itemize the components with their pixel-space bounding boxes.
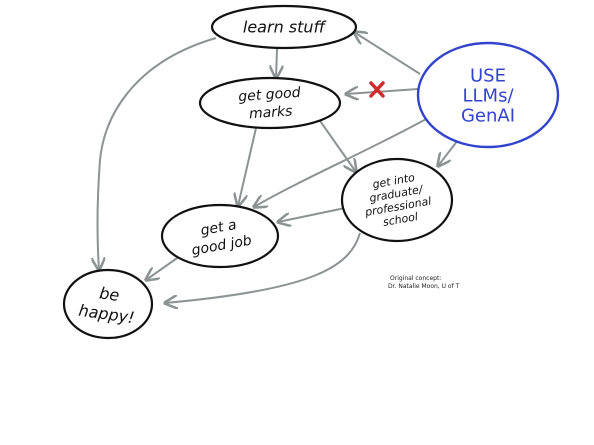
node-label-line: marks (248, 103, 292, 122)
node-graduate-school: get intograduate/professionalschool (340, 157, 454, 243)
node-label-line: USE (470, 65, 506, 86)
node-be-happy: behappy! (62, 268, 154, 340)
node-get-a-good-job: get agood job (160, 203, 280, 269)
node-label-line: GenAI (461, 105, 515, 126)
node-label-line: get a (199, 217, 237, 239)
edge-learn-stuff-to-get-good-marks (276, 48, 277, 78)
node-label-line: be (98, 283, 121, 305)
node-outline (160, 203, 280, 269)
node-outline (416, 41, 560, 149)
node-label-line: LLMs/ (462, 85, 514, 106)
edge-graduate-school-to-be-happy (165, 232, 361, 303)
credit-line-1: Original concept: (390, 275, 441, 282)
blocked-x-icon (369, 81, 385, 98)
edge-use-llms-to-graduate-school (438, 139, 459, 166)
edge-use-llms-to-get-good-marks (346, 89, 419, 94)
node-label: get goodmarks (238, 85, 303, 123)
node-outline (62, 268, 154, 340)
node-label-line: school (382, 210, 419, 229)
credit-note: Original concept: Dr. Natalie Moon, U of… (388, 275, 460, 290)
edges-layer (98, 32, 459, 303)
credit-line-2: Dr. Natalie Moon, U of T (388, 283, 460, 290)
node-label-line: learn stuff (243, 18, 328, 37)
node-outline (340, 157, 454, 243)
node-label-line: get good (238, 85, 301, 105)
edge-get-a-good-job-to-be-happy (146, 255, 181, 280)
node-label: learn stuff (243, 18, 328, 37)
node-outline (198, 76, 342, 130)
edge-use-llms-to-get-a-good-job (254, 117, 429, 207)
edge-get-good-marks-to-get-a-good-job (238, 127, 257, 206)
edge-learn-stuff-to-be-happy (98, 37, 217, 270)
edge-get-good-marks-to-graduate-school (317, 117, 356, 172)
node-get-good-marks: get goodmarks (198, 76, 342, 130)
node-outline (210, 4, 358, 50)
node-label: get intograduate/professionalschool (359, 169, 435, 232)
edge-use-llms-to-learn-stuff (354, 32, 421, 75)
node-learn-stuff: learn stuff (210, 4, 358, 50)
edge-graduate-school-to-get-a-good-job (278, 207, 346, 222)
